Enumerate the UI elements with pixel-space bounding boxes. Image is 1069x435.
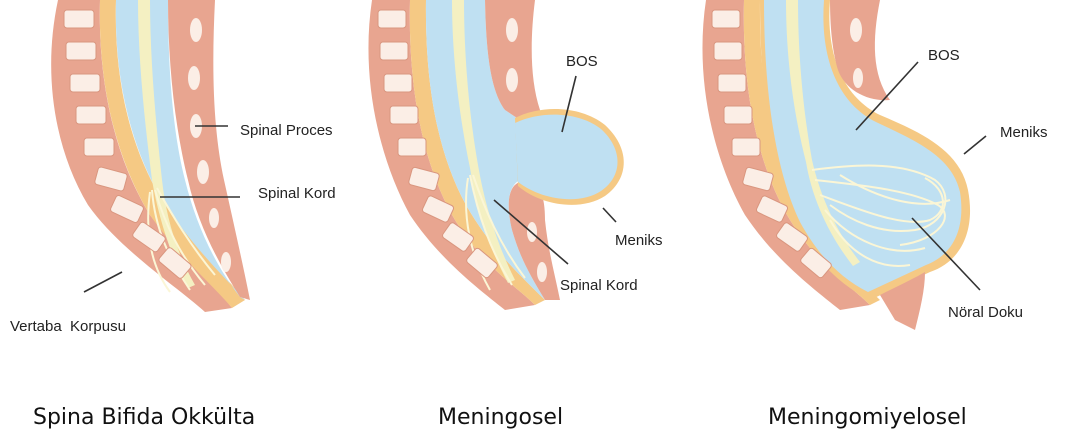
meningocele-caption: Meningosel: [438, 405, 563, 430]
meningocele-meninges-pointer: [603, 208, 616, 222]
occulta-vertebral-body-label: Vertaba Korpusu: [10, 318, 126, 335]
myelomeningocele-csf-label: BOS: [928, 47, 960, 64]
occulta-spinal-process-label: Spinal Proces: [240, 122, 333, 139]
occulta-caption: Spina Bifida Okkülta: [33, 405, 255, 430]
panel-meningocele: BOS Meniks Spinal Kord Meningosel: [368, 0, 662, 430]
occulta-illustration: [51, 0, 250, 312]
meningocele-illustration: [368, 0, 623, 310]
meningocele-meninges-label: Meniks: [615, 232, 663, 249]
myelomeningocele-meninges-pointer: [964, 136, 986, 154]
panel-myelomeningocele: BOS Meniks Nöral Doku Meningomiyelosel: [702, 0, 1047, 430]
meningocele-spinal-cord-label: Spinal Kord: [560, 277, 638, 294]
occulta-body-pointer: [84, 272, 122, 292]
myelomeningocele-caption: Meningomiyelosel: [768, 405, 967, 430]
meningocele-csf-label: BOS: [566, 53, 598, 70]
occulta-spinal-cord-label: Spinal Kord: [258, 185, 336, 202]
panel-occulta: Spinal Proces Spinal Kord Vertaba Korpus…: [10, 0, 336, 430]
myelomeningocele-neural-tissue-label: Nöral Doku: [948, 304, 1023, 321]
myelomeningocele-meninges-label: Meniks: [1000, 124, 1048, 141]
